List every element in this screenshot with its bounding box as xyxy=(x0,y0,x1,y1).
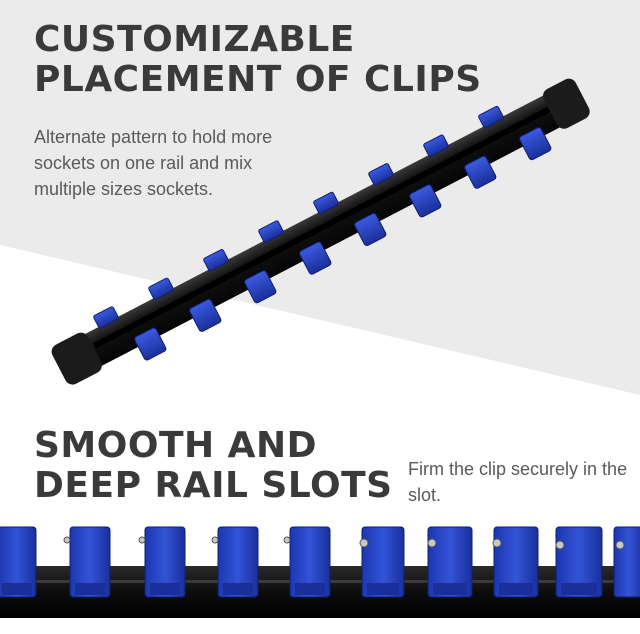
description-top: Alternate pattern to hold more sockets o… xyxy=(34,127,273,199)
closeup-clip xyxy=(0,526,640,598)
clip-pin xyxy=(63,536,625,550)
heading-bottom-line1: SMOOTH AND xyxy=(34,425,318,466)
rail-end-cap-left xyxy=(51,332,102,385)
description-bottom: Firm the clip securely in the slot. xyxy=(408,459,628,505)
rail-end-cap-right xyxy=(543,78,590,129)
clip xyxy=(93,105,552,361)
heading-bottom-line2: DEEP RAIL SLOTS xyxy=(34,465,393,506)
heading-top-line2: PLACEMENT OF CLIPS xyxy=(34,59,482,100)
rail-groove xyxy=(93,103,558,349)
clip-tab xyxy=(2,583,597,595)
heading-top-line1: CUSTOMIZABLE xyxy=(34,19,355,60)
